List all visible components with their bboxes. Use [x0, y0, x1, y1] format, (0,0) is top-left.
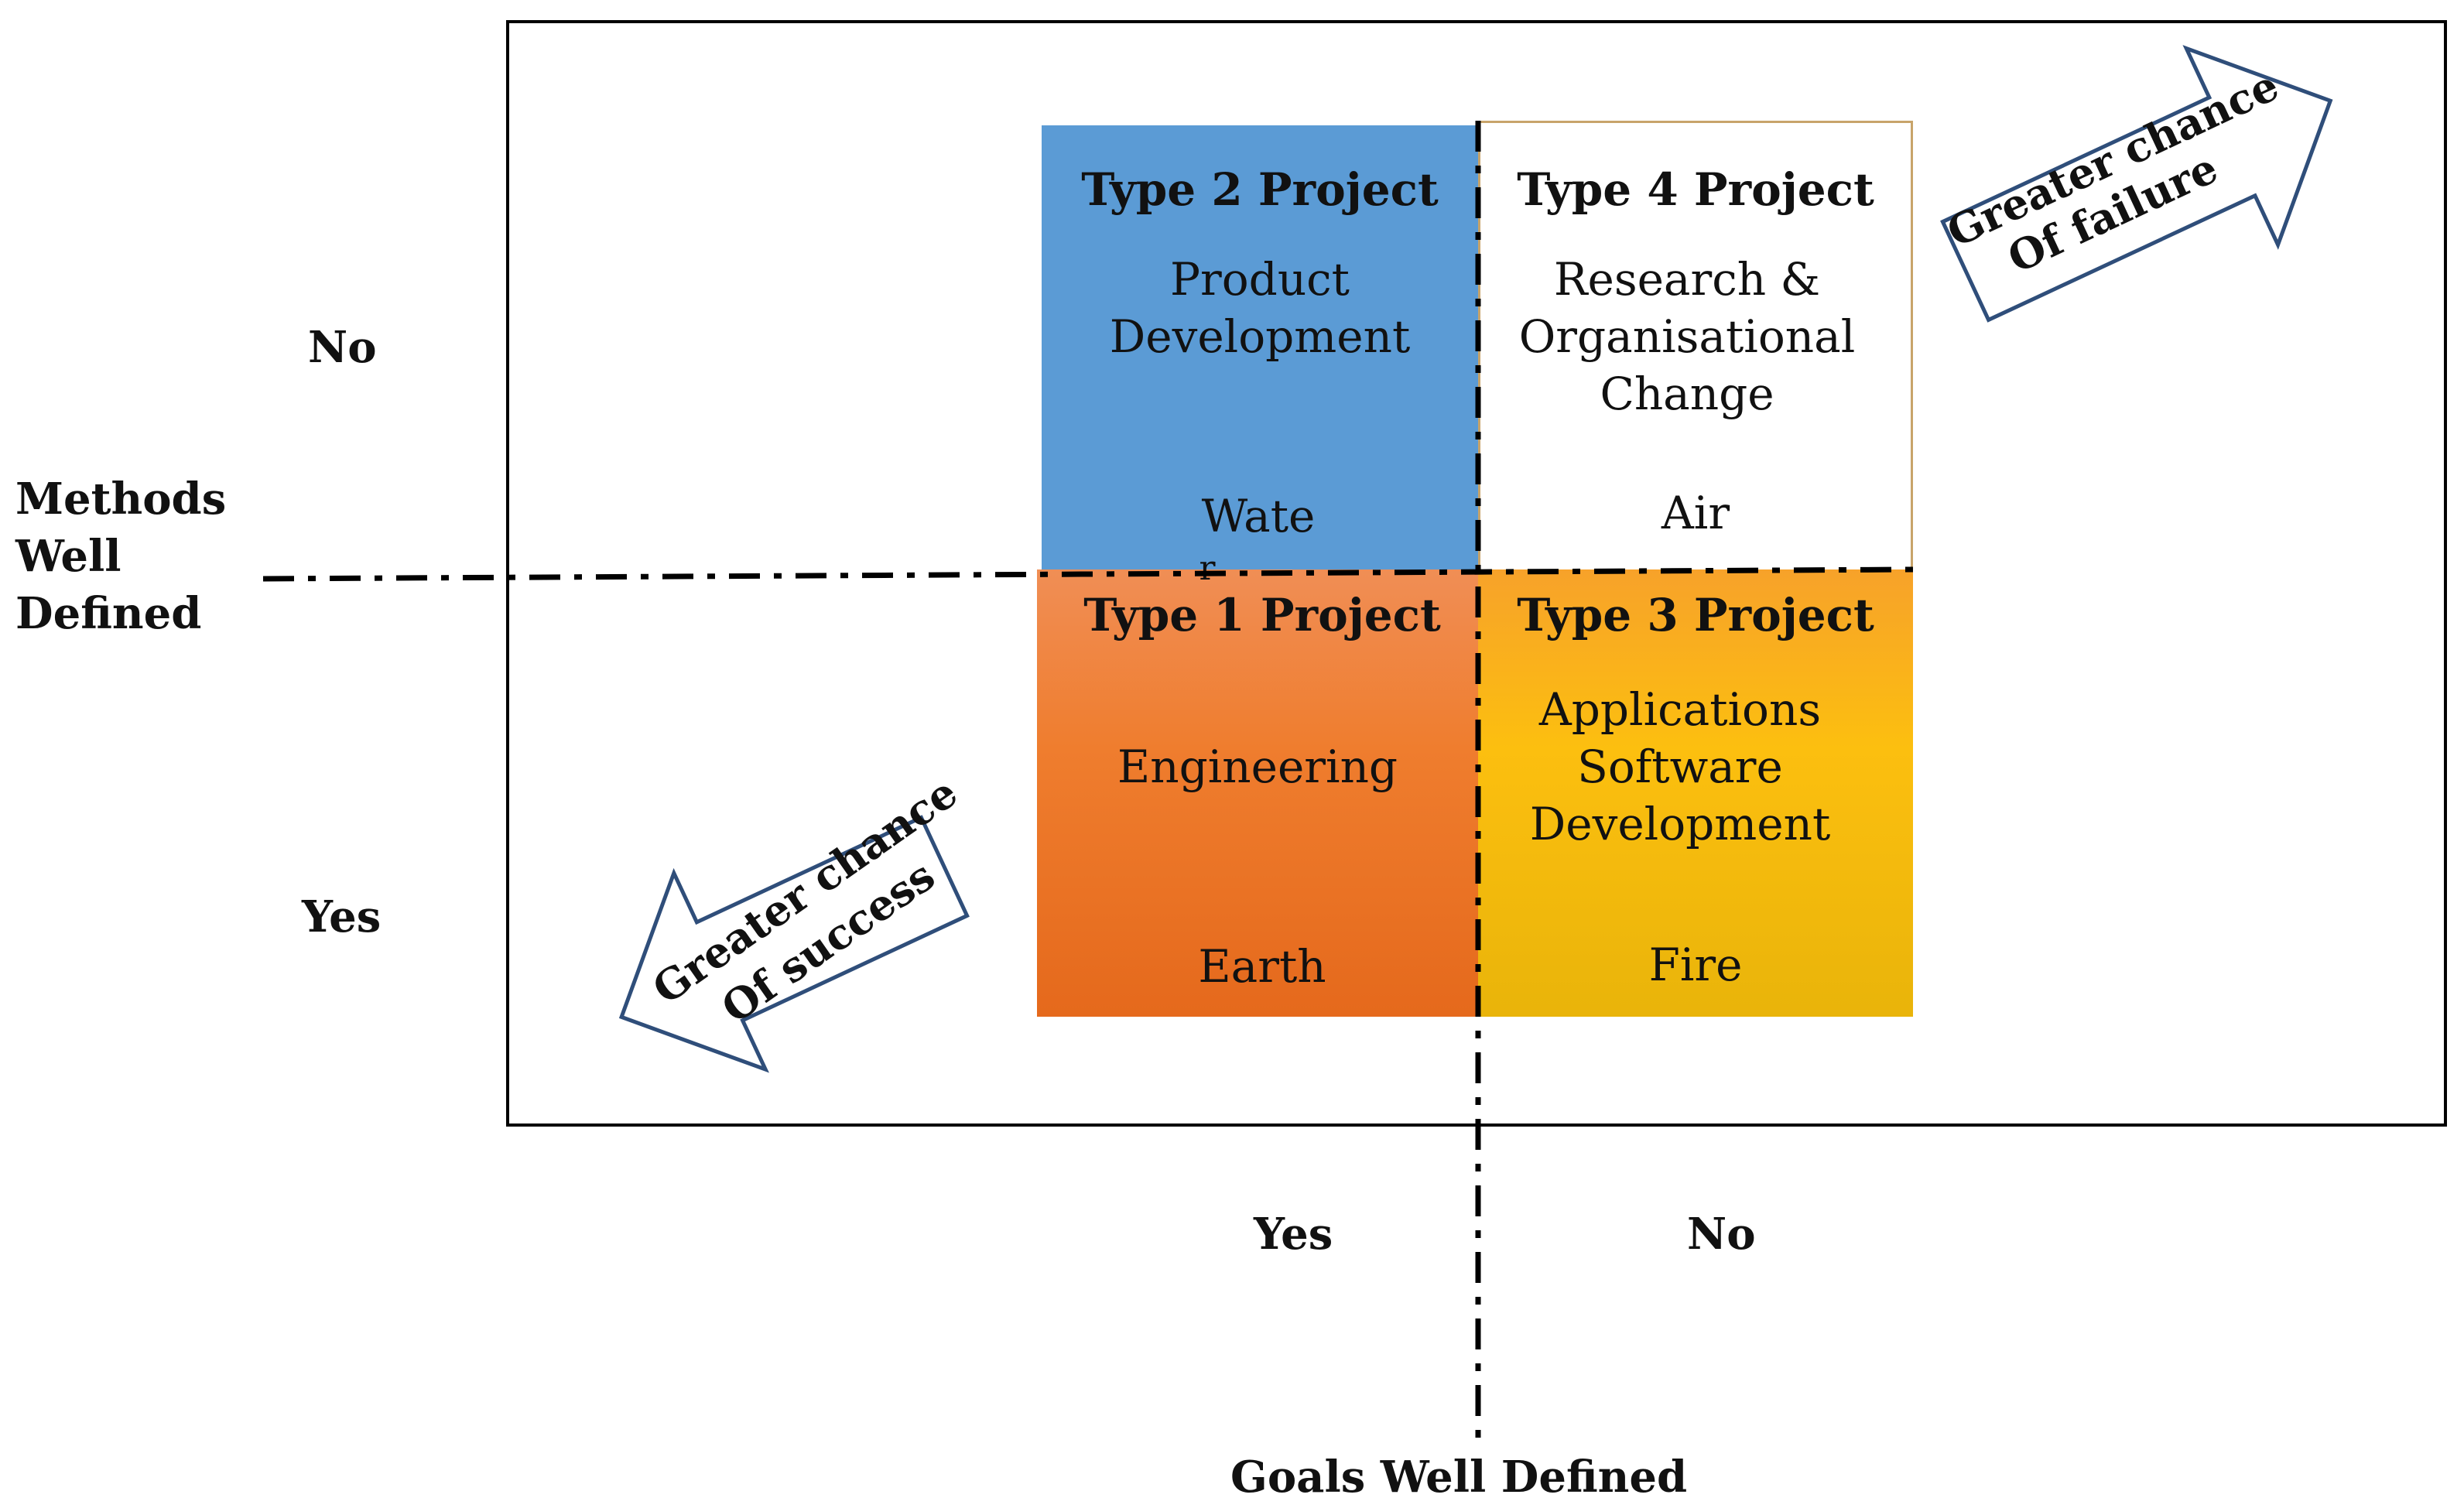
success-arrow-shape: [618, 815, 970, 1073]
type2-line2: Development: [1109, 310, 1411, 363]
y-axis-yes: Yes: [302, 891, 382, 942]
type3-line1: Applications: [1538, 683, 1822, 736]
type1-title: Type 1 Project: [1083, 589, 1441, 641]
failure-arrow-shape: [1940, 45, 2333, 323]
type3-line2: Software: [1577, 740, 1783, 793]
quadrant-type-1: [1037, 569, 1478, 1017]
type2-title: Type 2 Project: [1081, 163, 1439, 216]
y-axis-no: No: [308, 322, 377, 373]
x-axis-label: Goals Well Defined: [1230, 1452, 1688, 1498]
type4-line1: Research &: [1553, 253, 1821, 306]
y-axis-label-line2: Well: [15, 531, 121, 582]
type3-line3: Development: [1529, 798, 1831, 850]
y-axis-label-line1: Methods: [15, 474, 227, 525]
x-axis-no: No: [1687, 1209, 1756, 1260]
type4-line3: Change: [1600, 368, 1774, 420]
type4-element: Air: [1661, 487, 1730, 539]
type1-element: Earth: [1198, 940, 1326, 993]
type3-title: Type 3 Project: [1517, 589, 1874, 641]
type2-element: Wate: [1201, 490, 1316, 542]
type2-line1: Product: [1170, 253, 1350, 306]
type4-title: Type 4 Project: [1517, 163, 1874, 216]
type2-element-overflow: r: [1199, 549, 1216, 588]
horizontal-dashdot-axis: [262, 566, 1914, 582]
type3-element: Fire: [1648, 939, 1743, 991]
type4-line2: Organisational: [1518, 310, 1856, 363]
quadrant-type-4: [1478, 121, 1913, 569]
quadrant-type-3: [1478, 569, 1913, 1017]
type1-line1: Engineering: [1117, 740, 1398, 793]
quadrant-type-2: [1042, 125, 1478, 569]
y-axis-label-line3: Defined: [15, 588, 202, 639]
x-axis-yes: Yes: [1254, 1209, 1333, 1260]
